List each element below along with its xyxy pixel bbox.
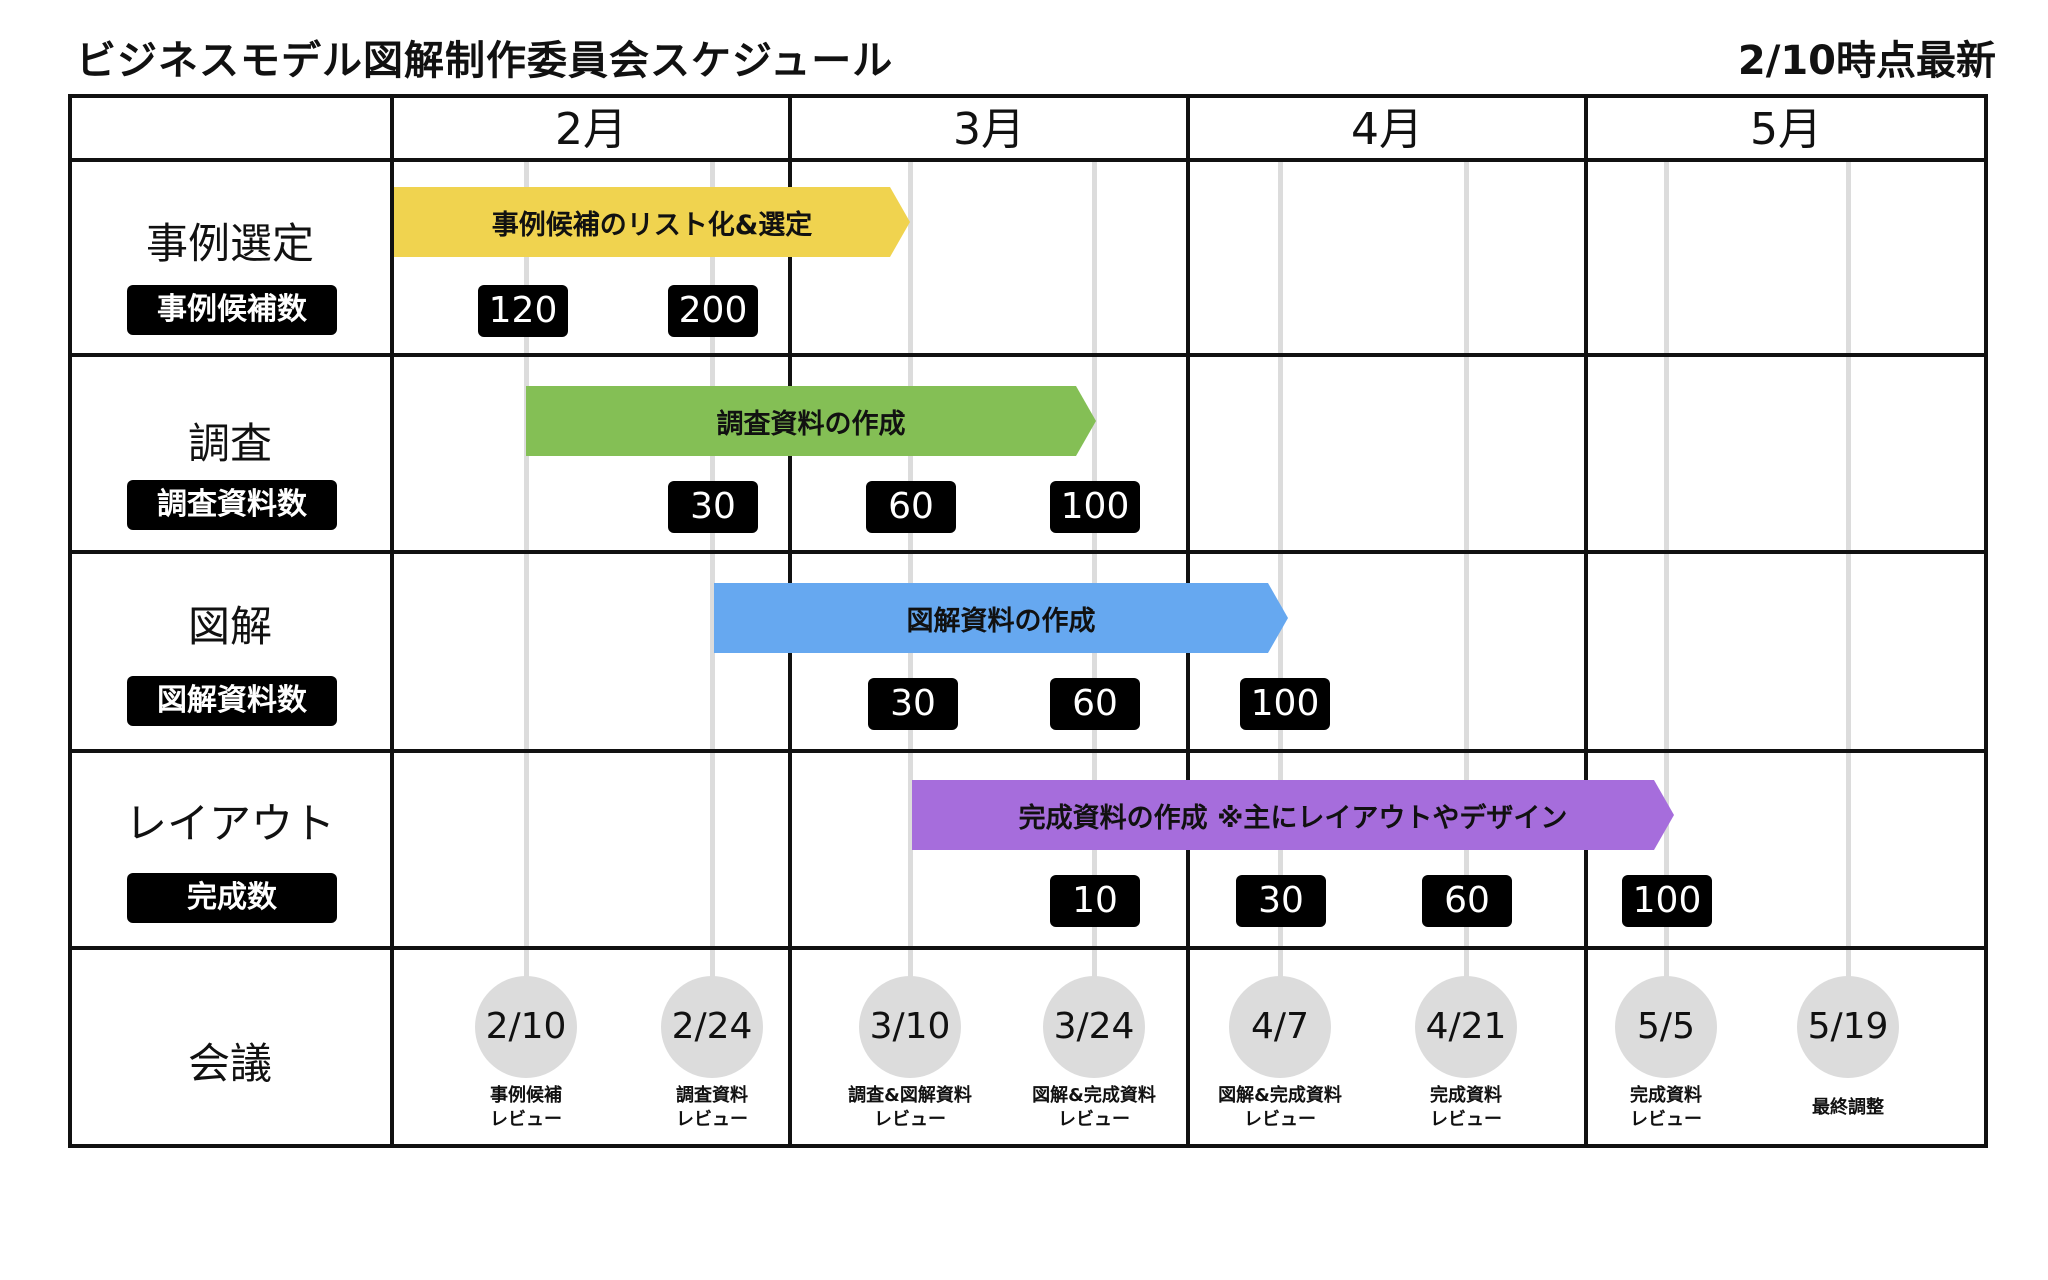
meeting-date-2-10: 2/10 bbox=[475, 976, 577, 1078]
meeting-note-3-10: 調査&図解資料レビュー bbox=[848, 1085, 972, 1130]
count-case-candidates-2-10: 120 bbox=[478, 285, 568, 337]
meeting-date-5-5: 5/5 bbox=[1615, 976, 1717, 1078]
meeting-note-3-24: 図解&完成資料レビュー bbox=[1032, 1085, 1156, 1130]
grid-row-4 bbox=[68, 946, 1988, 950]
schedule-table bbox=[68, 94, 1988, 1148]
timeline-line-5-5 bbox=[1664, 160, 1669, 980]
metric-badge-case-candidates: 事例候補数 bbox=[127, 285, 337, 335]
count-layout-5-5: 100 bbox=[1622, 875, 1712, 927]
row-label-diagram: 図解 bbox=[187, 602, 272, 651]
grid-row-2 bbox=[68, 550, 1988, 554]
task-bar-layout: 完成資料の作成 ※主にレイアウトやデザイン bbox=[912, 780, 1674, 850]
metric-badge-research: 調査資料数 bbox=[127, 480, 337, 530]
count-layout-4-21: 60 bbox=[1422, 875, 1512, 927]
grid-row-1 bbox=[68, 353, 1988, 357]
page-title: ビジネスモデル図解制作委員会スケジュール bbox=[76, 38, 894, 84]
timeline-line-2-10 bbox=[524, 160, 529, 980]
meeting-note-2-24: 調査資料レビュー bbox=[676, 1085, 748, 1130]
count-research-2-24: 30 bbox=[668, 481, 758, 533]
grid-col-label bbox=[390, 94, 394, 1148]
row-label-meetings: 会議 bbox=[187, 1039, 272, 1088]
timeline-line-5-19 bbox=[1846, 160, 1851, 980]
metric-badge-layout: 完成数 bbox=[127, 873, 337, 923]
task-bar-research: 調査資料の作成 bbox=[526, 386, 1096, 456]
meeting-note-5-19: 最終調整 bbox=[1812, 1097, 1884, 1118]
month-header-may: 5月 bbox=[1750, 104, 1822, 155]
task-bar-case-selection: 事例候補のリスト化&選定 bbox=[394, 187, 910, 257]
meeting-date-4-7: 4/7 bbox=[1229, 976, 1331, 1078]
row-label-case-selection: 事例選定 bbox=[145, 219, 314, 268]
meeting-date-3-24: 3/24 bbox=[1043, 976, 1145, 1078]
timeline-line-2-24 bbox=[710, 160, 715, 980]
meeting-date-3-10: 3/10 bbox=[859, 976, 961, 1078]
timeline-line-3-10 bbox=[908, 160, 913, 980]
meeting-date-5-19: 5/19 bbox=[1797, 976, 1899, 1078]
meeting-note-4-21: 完成資料レビュー bbox=[1430, 1085, 1502, 1130]
timeline-line-4-21 bbox=[1464, 160, 1469, 980]
meeting-note-4-7: 図解&完成資料レビュー bbox=[1218, 1085, 1342, 1130]
month-header-apr: 4月 bbox=[1351, 104, 1423, 155]
row-label-research: 調査 bbox=[187, 419, 272, 468]
count-layout-3-24: 10 bbox=[1050, 875, 1140, 927]
grid-row-3 bbox=[68, 749, 1988, 753]
task-bar-diagram: 図解資料の作成 bbox=[714, 583, 1288, 653]
row-label-layout: レイアウト bbox=[124, 799, 335, 848]
grid-col-apr bbox=[1584, 94, 1588, 1148]
count-diagram-3-24: 60 bbox=[1050, 678, 1140, 730]
updated-date: 2/10時点最新 bbox=[1737, 38, 1996, 84]
meeting-date-4-21: 4/21 bbox=[1415, 976, 1517, 1078]
metric-badge-diagram: 図解資料数 bbox=[127, 676, 337, 726]
month-header-feb: 2月 bbox=[555, 104, 627, 155]
month-header-mar: 3月 bbox=[953, 104, 1025, 155]
timeline-line-4-7 bbox=[1278, 160, 1283, 980]
count-layout-4-7: 30 bbox=[1236, 875, 1326, 927]
meeting-note-5-5: 完成資料レビュー bbox=[1630, 1085, 1702, 1130]
count-diagram-3-10: 30 bbox=[868, 678, 958, 730]
meeting-note-2-10: 事例候補レビュー bbox=[490, 1085, 562, 1130]
count-research-3-24: 100 bbox=[1050, 481, 1140, 533]
count-research-3-10: 60 bbox=[866, 481, 956, 533]
meeting-date-2-24: 2/24 bbox=[661, 976, 763, 1078]
timeline-line-3-24 bbox=[1092, 160, 1097, 980]
grid-row-header bbox=[68, 158, 1988, 162]
count-diagram-4-7: 100 bbox=[1240, 678, 1330, 730]
count-case-candidates-2-24: 200 bbox=[668, 285, 758, 337]
